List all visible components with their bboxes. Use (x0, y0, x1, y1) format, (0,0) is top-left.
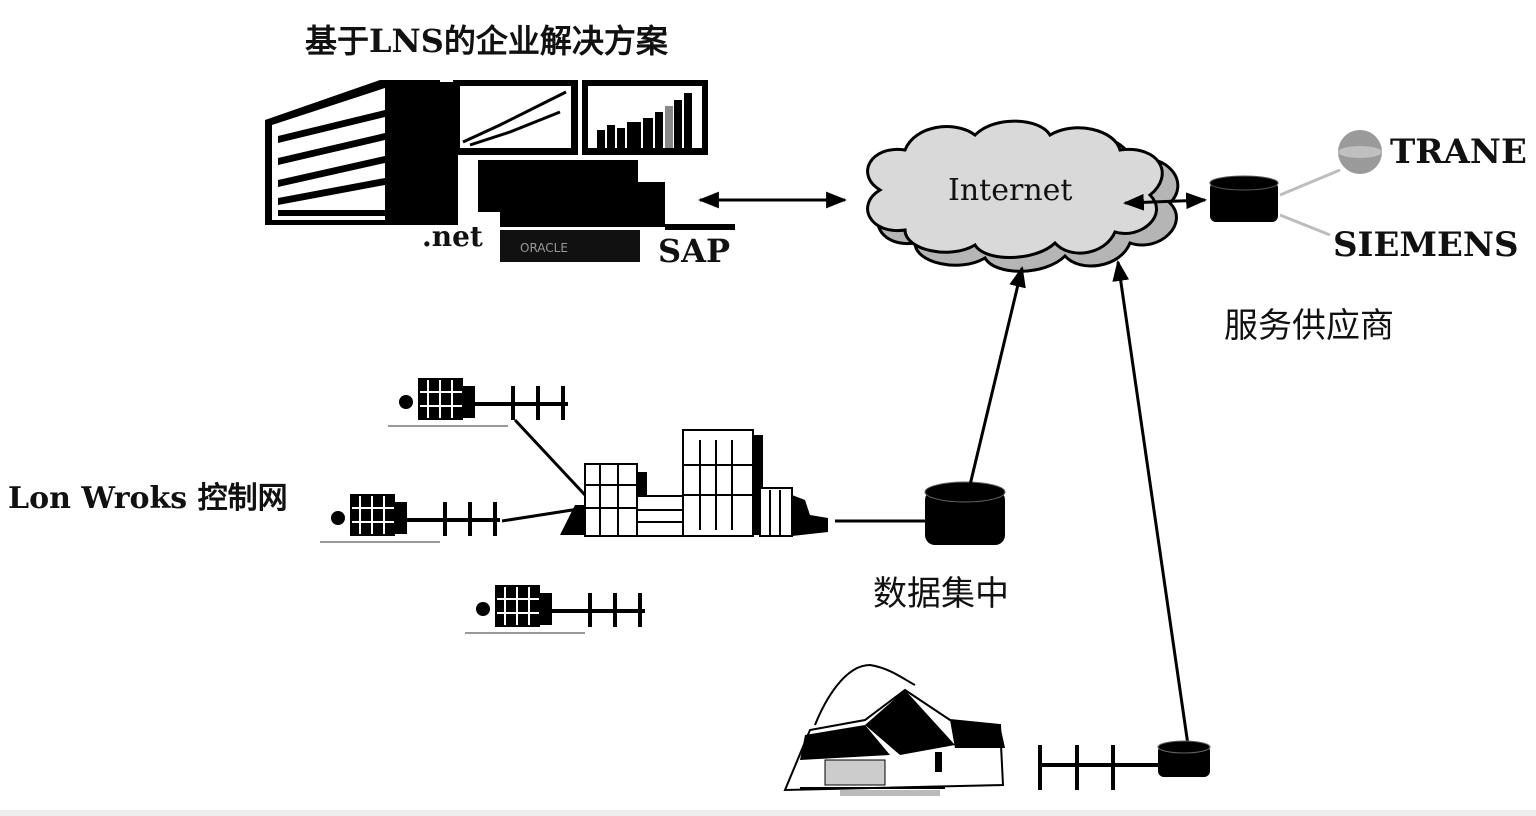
home-database-icon (1157, 740, 1211, 777)
oracle-label: ORACLE (520, 241, 568, 255)
house-icon (783, 663, 1005, 796)
campus-buildings-icon (560, 429, 828, 537)
data-center-database-icon (924, 481, 1006, 545)
line-chart-monitor-icon (453, 80, 578, 155)
data-center-label: 数据集中 (873, 574, 1009, 614)
sap-label: SAP (658, 232, 730, 270)
trane-link (1279, 168, 1341, 197)
datacenter-internet-link (968, 265, 1026, 486)
dotnet-label: .net (422, 220, 483, 253)
home-bus-icon (1038, 745, 1160, 790)
lonworks-node-2-icon (320, 494, 500, 543)
vendor-trane-label: TRANE (1390, 132, 1527, 172)
siemens-link (1279, 213, 1331, 237)
service-provider-label: 服务供应商 (1224, 306, 1394, 346)
globe-icon (1338, 130, 1382, 174)
lonworks-node-3-icon (465, 585, 645, 634)
bar-chart-monitor-icon (582, 80, 708, 155)
control-network-label: Lon Wroks 控制网 (8, 481, 288, 516)
home-internet-link (1112, 259, 1190, 746)
bottom-border (0, 810, 1536, 816)
enterprise-building-icon (265, 80, 458, 225)
diagram-title: 基于LNS的企业解决方案 (305, 22, 668, 60)
internet-provider-link (1122, 192, 1208, 211)
lonworks-node-1-icon (388, 378, 568, 427)
server-cluster-icon: ORACLE (478, 160, 735, 262)
node2-campus-link (501, 506, 586, 523)
provider-database-icon (1209, 175, 1279, 222)
node1-campus-link (513, 418, 587, 497)
internet-label: Internet (948, 173, 1073, 208)
vendor-siemens-label: SIEMENS (1333, 225, 1519, 265)
